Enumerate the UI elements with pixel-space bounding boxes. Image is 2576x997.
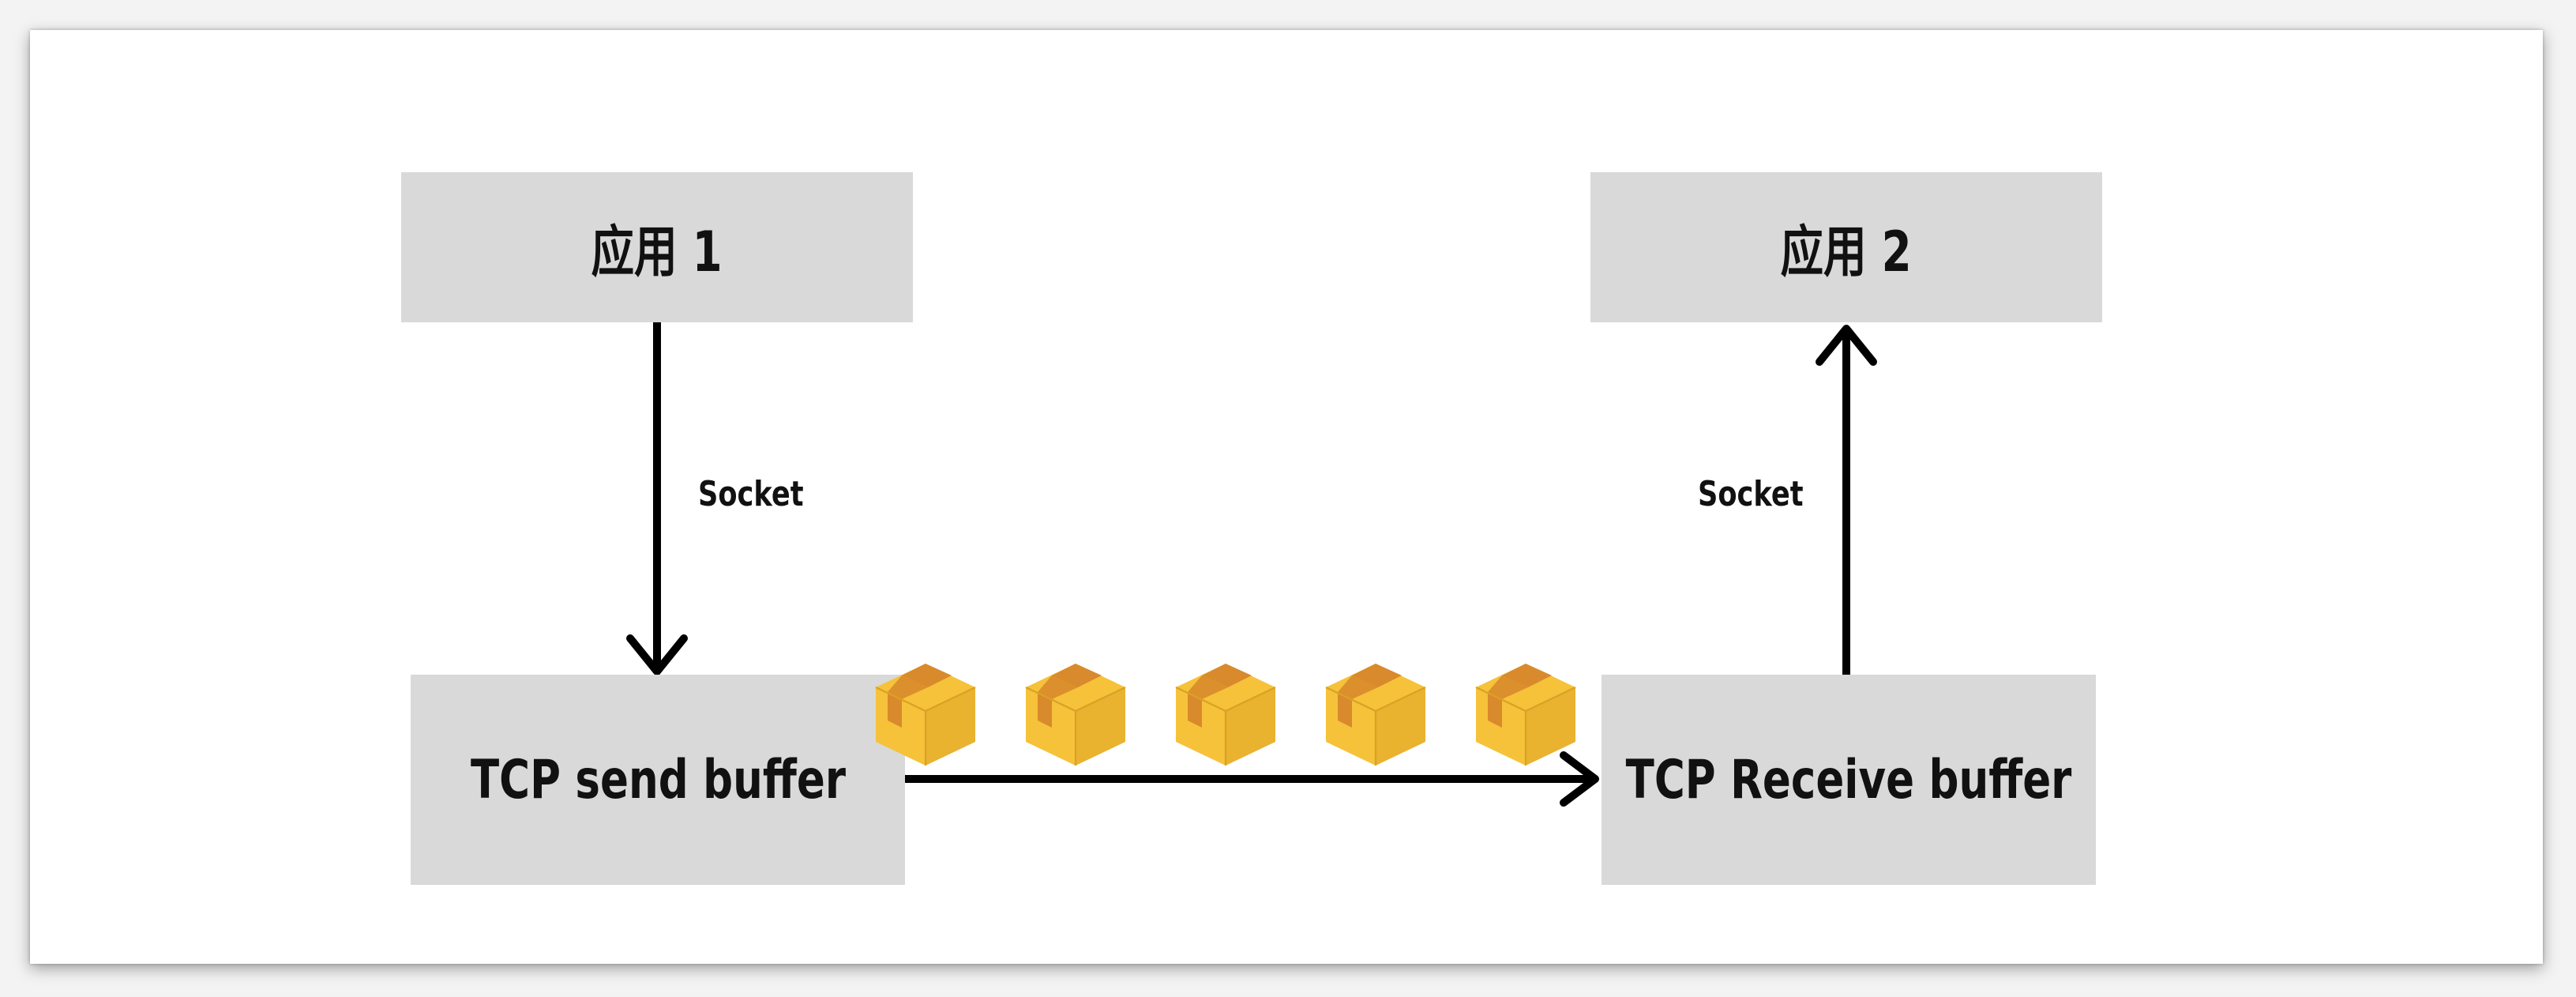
app1-label: 应用 1 (591, 219, 723, 284)
package-box-icon (1025, 664, 1126, 766)
tcp-send-buffer-box: TCP send buffer (411, 675, 905, 885)
app1-box: 应用 1 (401, 172, 913, 322)
arrows-layer (626, 322, 1877, 807)
socket-label-right: Socket (1698, 474, 1804, 514)
diagram-card: 应用 1 应用 2 TCP send buffer TCP Receive bu… (30, 30, 2543, 964)
arrow-receive-to-app2 (1816, 325, 1877, 675)
package-box-icon (1175, 664, 1276, 766)
socket-label-left: Socket (698, 474, 804, 514)
arrow-app1-to-send-buffer (626, 322, 688, 675)
tcp-send-buffer-label: TCP send buffer (470, 748, 846, 811)
package-box-icon (1475, 664, 1576, 766)
app2-label: 应用 2 (1780, 219, 1913, 284)
tcp-receive-buffer-box: TCP Receive buffer (1602, 675, 2096, 885)
package-box-icon (1325, 664, 1426, 766)
tcp-receive-buffer-label: TCP Receive buffer (1625, 748, 2072, 811)
package-box-icon (875, 664, 976, 766)
app2-box: 应用 2 (1590, 172, 2102, 322)
arrow-send-to-receive (905, 751, 1599, 807)
